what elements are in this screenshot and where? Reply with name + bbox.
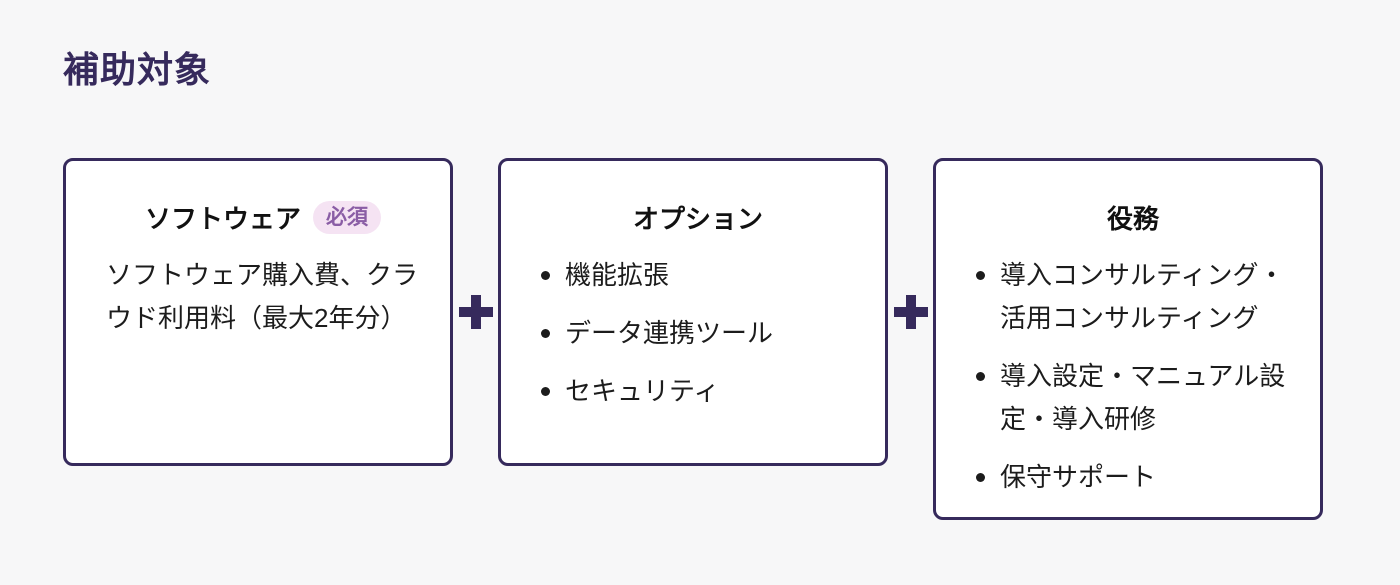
list-item-text: セキュリティ bbox=[565, 376, 720, 406]
list-item: 導入設定・マニュアル設定・導入研修 bbox=[976, 355, 1290, 441]
bullet-icon bbox=[541, 329, 550, 338]
bullet-icon bbox=[976, 271, 985, 280]
required-badge: 必須 bbox=[313, 201, 381, 234]
card-options-title: オプション bbox=[632, 204, 763, 234]
list-item: セキュリティ bbox=[541, 370, 855, 413]
card-options-header: オプション bbox=[541, 201, 855, 234]
card-services: 役務 導入コンサルティング・活用コンサルティング 導入設定・マニュアル設定・導入… bbox=[933, 158, 1323, 520]
list-item: 機能拡張 bbox=[541, 254, 855, 297]
card-services-title: 役務 bbox=[1106, 204, 1159, 234]
list-item: 保守サポート bbox=[976, 456, 1290, 499]
bullet-icon bbox=[541, 271, 550, 280]
bullet-icon bbox=[976, 473, 985, 482]
bullet-icon bbox=[976, 372, 985, 381]
list-item-text: データ連携ツール bbox=[565, 318, 774, 348]
connector-1 bbox=[453, 158, 498, 466]
card-software-title: ソフトウェア bbox=[144, 204, 301, 234]
card-options: オプション 機能拡張 データ連携ツール セキュリティ bbox=[498, 158, 888, 466]
connector-2 bbox=[888, 158, 933, 466]
plus-icon bbox=[458, 295, 493, 329]
card-software: ソフトウェア 必須 ソフトウェア購入費、クラウド利用料（最大2年分） bbox=[63, 158, 453, 466]
cards-row: ソフトウェア 必須 ソフトウェア購入費、クラウド利用料（最大2年分） オプション… bbox=[63, 158, 1400, 520]
list-item: 導入コンサルティング・活用コンサルティング bbox=[976, 254, 1290, 340]
list-item-text: 保守サポート bbox=[1000, 462, 1157, 492]
subsidy-target-section: 補助対象 ソフトウェア 必須 ソフトウェア購入費、クラウド利用料（最大2年分） … bbox=[63, 49, 1400, 520]
list-item-text: 導入設定・マニュアル設定・導入研修 bbox=[1000, 361, 1286, 434]
plus-icon bbox=[893, 295, 928, 329]
card-services-list: 導入コンサルティング・活用コンサルティング 導入設定・マニュアル設定・導入研修 … bbox=[976, 254, 1290, 499]
bullet-icon bbox=[541, 387, 550, 396]
card-services-header: 役務 bbox=[976, 201, 1290, 234]
list-item: データ連携ツール bbox=[541, 312, 855, 355]
page-title: 補助対象 bbox=[63, 49, 212, 90]
card-software-description: ソフトウェア購入費、クラウド利用料（最大2年分） bbox=[106, 260, 419, 333]
card-options-list: 機能拡張 データ連携ツール セキュリティ bbox=[541, 254, 855, 413]
list-item-text: 導入コンサルティング・活用コンサルティング bbox=[1000, 260, 1285, 333]
card-software-header: ソフトウェア 必須 bbox=[106, 201, 420, 234]
list-item-text: 機能拡張 bbox=[565, 260, 670, 290]
